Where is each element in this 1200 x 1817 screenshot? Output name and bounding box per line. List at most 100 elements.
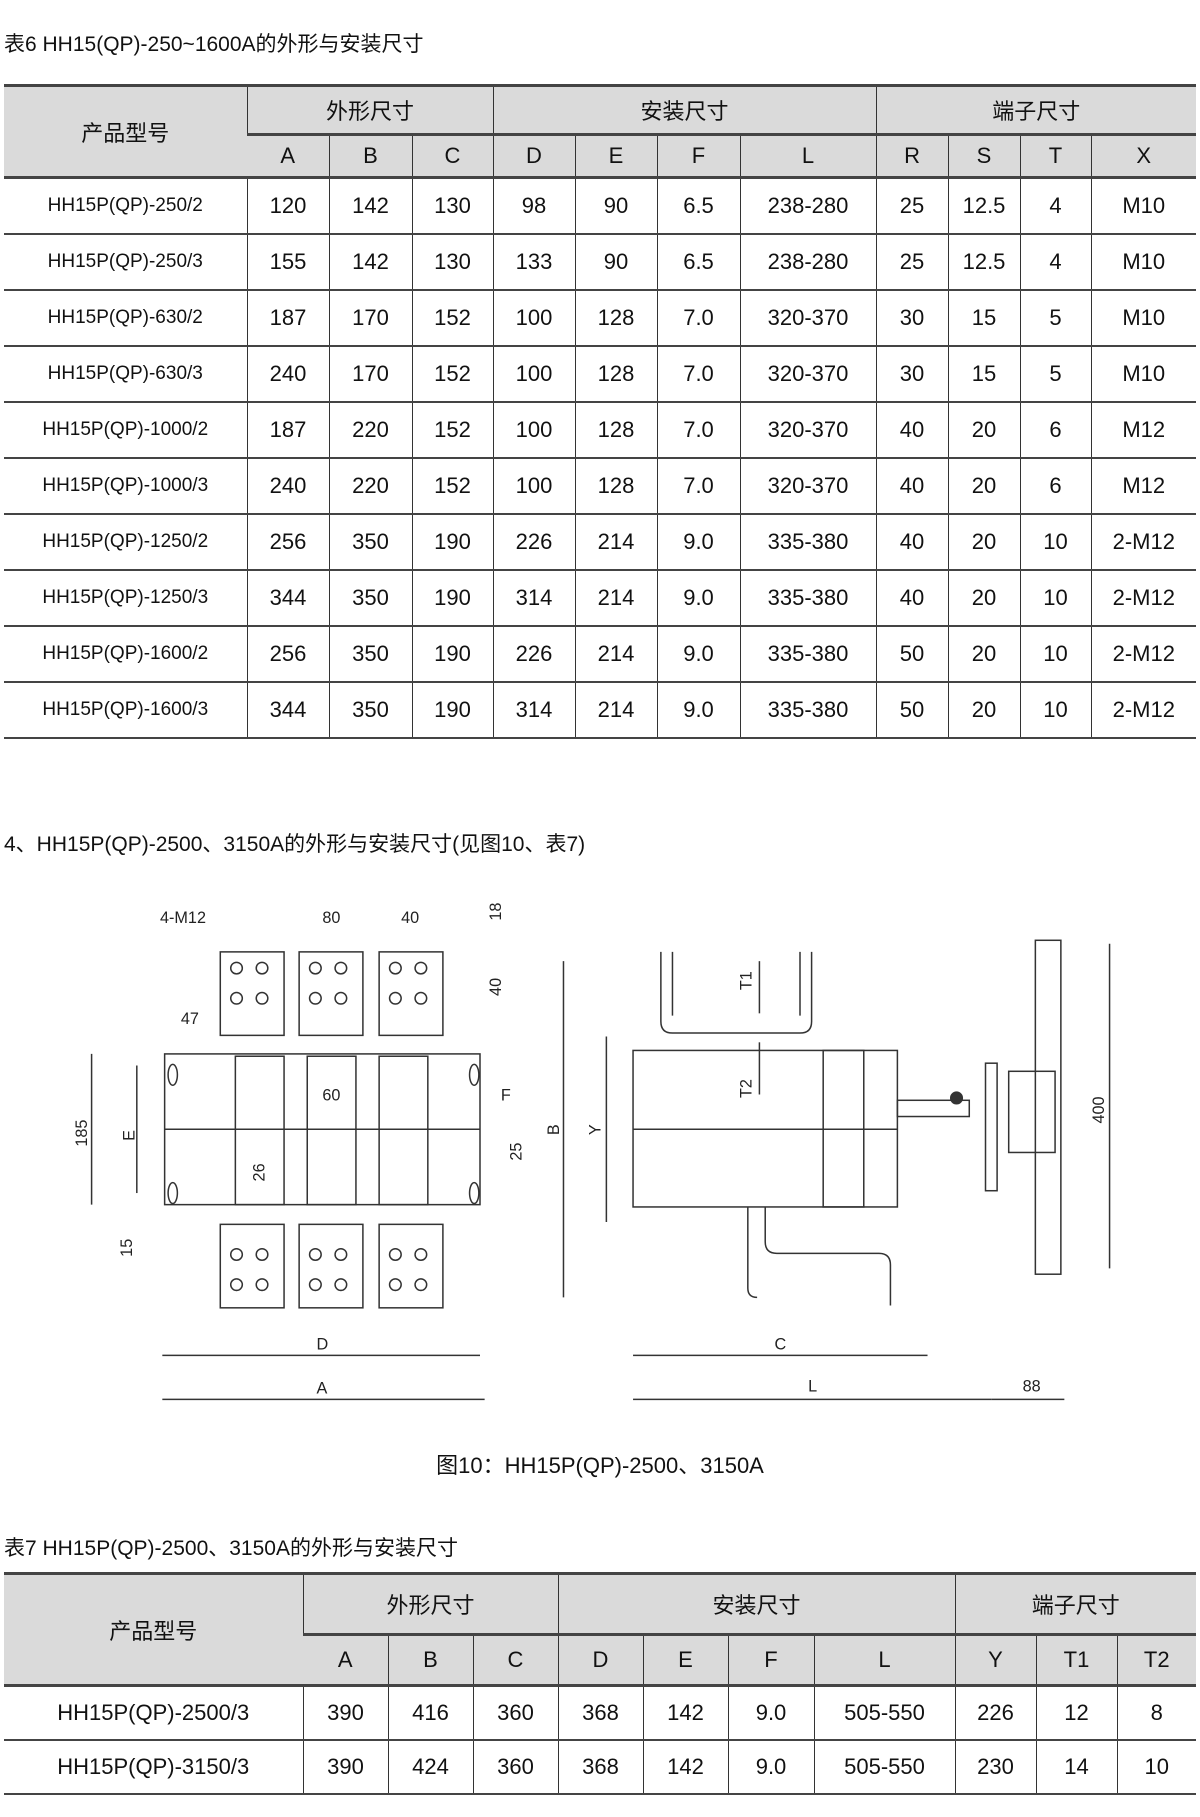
column-header: L: [739, 134, 877, 179]
value-cell: 214: [574, 626, 657, 683]
bolt-hole-icon: [388, 961, 402, 975]
group-header: 端子尺寸: [954, 1572, 1196, 1636]
value-cell: 25: [875, 234, 949, 291]
value-cell: 240: [246, 346, 329, 403]
value-cell: 424: [387, 1740, 473, 1795]
model-cell: HH15P(QP)-2500/3: [4, 1685, 303, 1741]
value-cell: 142: [328, 234, 412, 291]
bolt-hole-icon: [414, 961, 428, 975]
value-cell: 344: [246, 682, 329, 739]
value-cell: 190: [411, 514, 493, 571]
value-cell: M10: [1090, 177, 1196, 235]
front-view: [90, 951, 485, 1401]
column-header: S: [947, 134, 1021, 179]
value-cell: 130: [411, 177, 493, 235]
terminal-block: [298, 951, 364, 1037]
value-cell: 350: [328, 514, 412, 571]
value-cell: 100: [492, 402, 575, 459]
value-cell: 214: [574, 682, 657, 739]
column-header: D: [492, 134, 575, 179]
value-cell: 128: [574, 346, 657, 403]
side-view: [562, 939, 1111, 1401]
value-cell: 128: [574, 402, 657, 459]
bolt-hole-icon: [334, 1278, 348, 1292]
label: T1: [737, 971, 755, 990]
model-cell: HH15P(QP)-1250/3: [4, 570, 247, 627]
value-cell: 10: [1116, 1740, 1196, 1795]
bolt-hole-icon: [308, 991, 322, 1005]
model-cell: HH15P(QP)-3150/3: [4, 1740, 303, 1795]
label: E: [120, 1130, 138, 1141]
bolt-hole-icon: [229, 1278, 244, 1292]
value-cell: M10: [1090, 234, 1196, 291]
value-cell: 226: [492, 514, 575, 571]
value-cell: 6: [1019, 402, 1092, 459]
value-cell: 14: [1035, 1740, 1118, 1795]
model-cell: HH15P(QP)-1000/3: [4, 458, 247, 515]
bolt-hole-icon: [388, 1247, 402, 1262]
value-cell: M10: [1090, 346, 1196, 403]
column-header: Y: [954, 1634, 1037, 1687]
value-cell: 190: [411, 570, 493, 627]
value-cell: 238-280: [739, 177, 877, 235]
value-cell: 220: [328, 402, 412, 459]
value-cell: 190: [411, 682, 493, 739]
value-cell: 170: [328, 290, 412, 347]
bolt-hole-icon: [229, 961, 244, 975]
bolt-hole-icon: [334, 961, 348, 975]
label: 18: [487, 903, 505, 921]
label: Y: [587, 1124, 605, 1135]
value-cell: 2-M12: [1090, 514, 1196, 571]
value-cell: 368: [557, 1685, 643, 1741]
value-cell: 320-370: [739, 402, 877, 459]
label: 25: [508, 1143, 526, 1161]
label: C: [774, 1336, 786, 1354]
bolt-hole-icon: [388, 1278, 402, 1292]
column-header: E: [642, 1634, 728, 1687]
bolt-hole-icon: [414, 1247, 428, 1262]
column-header: B: [387, 1634, 473, 1687]
value-cell: 505-550: [813, 1740, 956, 1795]
value-cell: 30: [875, 346, 949, 403]
value-cell: 20: [947, 514, 1021, 571]
value-cell: M10: [1090, 290, 1196, 347]
bolt-hole-icon: [334, 1247, 348, 1262]
value-cell: 6: [1019, 458, 1092, 515]
value-cell: 142: [328, 177, 412, 235]
column-header: T1: [1035, 1634, 1118, 1687]
value-cell: 350: [328, 570, 412, 627]
value-cell: 128: [574, 458, 657, 515]
label: 80: [322, 909, 340, 927]
model-cell: HH15P(QP)-1000/2: [4, 402, 247, 459]
value-cell: 10: [1019, 514, 1092, 571]
column-header: D: [557, 1634, 643, 1687]
value-cell: 360: [472, 1685, 558, 1741]
value-cell: 226: [954, 1685, 1037, 1741]
group-header: 外形尺寸: [246, 84, 493, 136]
value-cell: 335-380: [739, 626, 877, 683]
value-cell: 335-380: [739, 682, 877, 739]
model-cell: HH15P(QP)-1600/2: [4, 626, 247, 683]
label: F: [501, 1086, 511, 1104]
value-cell: 238-280: [739, 234, 877, 291]
model-cell: HH15P(QP)-1250/2: [4, 514, 247, 571]
model-header: 产品型号: [4, 84, 247, 179]
value-cell: 25: [875, 177, 949, 235]
label: A: [317, 1380, 328, 1398]
label: L: [808, 1377, 817, 1395]
value-cell: 12.5: [947, 234, 1021, 291]
value-cell: 2-M12: [1090, 682, 1196, 739]
column-header: C: [411, 134, 493, 179]
value-cell: 7.0: [656, 402, 740, 459]
figure-10-drawing: 4-M12 80 40 18 40 47 60 F 185 E 26 25 15…: [73, 903, 1111, 1401]
value-cell: 220: [328, 458, 412, 515]
group-header: 安装尺寸: [492, 84, 877, 136]
label: 15: [118, 1239, 136, 1257]
value-cell: 256: [246, 626, 329, 683]
